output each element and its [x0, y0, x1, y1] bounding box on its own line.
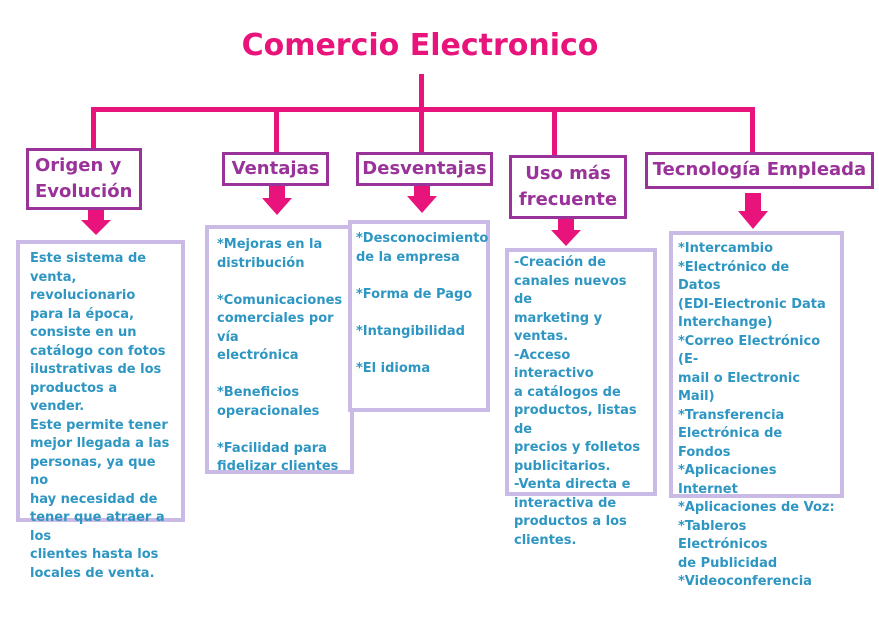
content-desventajas: *Desconocimiento de la empresa *Forma de… — [348, 220, 490, 412]
drop-tecnologia — [750, 107, 755, 154]
arrow-down-icon — [262, 184, 292, 215]
header-uso-frecuente: Uso más frecuente — [509, 155, 627, 219]
arrow-down-icon — [738, 193, 768, 229]
header-origen-evolucion: Origen y Evolución — [26, 148, 142, 210]
drop-uso — [552, 107, 557, 157]
header-ventajas: Ventajas — [222, 152, 329, 186]
content-uso-frecuente: -Creación de canales nuevos de marketing… — [505, 248, 657, 548]
content-ventajas: *Mejoras en la distribución *Comunicacio… — [205, 225, 354, 474]
diagram-title: Comercio Electronico — [241, 28, 599, 63]
drop-origen — [91, 107, 96, 149]
content-tecnologia-empleada: *Intercambio *Electrónico de Datos (EDI-… — [669, 231, 844, 589]
arrow-down-icon — [551, 218, 581, 246]
title-stem — [419, 74, 424, 110]
content-origen-evolucion: Este sistema de venta, revolucionario pa… — [16, 240, 185, 581]
drop-desventajas — [419, 107, 424, 154]
drop-ventajas — [274, 107, 279, 154]
arrow-down-icon — [407, 184, 437, 213]
header-tecnologia-empleada: Tecnología Empleada — [645, 152, 874, 189]
arrow-down-icon — [81, 208, 111, 235]
header-desventajas: Desventajas — [356, 152, 493, 186]
